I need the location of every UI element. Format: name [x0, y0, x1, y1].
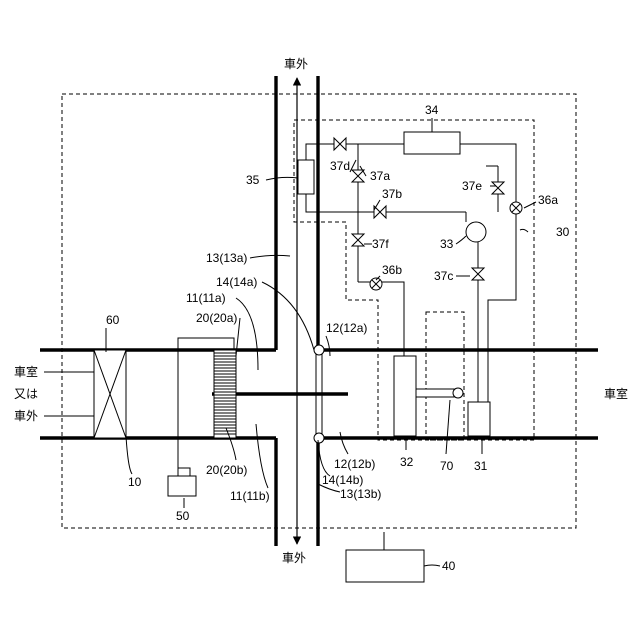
component-70 [416, 388, 463, 398]
component-33 [466, 222, 486, 242]
label-14b: 14(14b) [322, 473, 363, 487]
label-20b: 20(20b) [206, 463, 247, 477]
component-35 [298, 160, 314, 194]
label-60: 60 [106, 313, 120, 327]
label-50: 50 [176, 509, 190, 523]
label-37b: 37b [382, 187, 402, 201]
label-37c: 37c [434, 269, 453, 283]
valve-37a [352, 170, 364, 182]
label-35: 35 [246, 173, 260, 187]
label-34: 34 [425, 103, 439, 117]
label-13b: 13(13b) [340, 487, 381, 501]
label-outside-bottom: 車外 [282, 551, 306, 565]
label-outside-top: 車外 [284, 57, 308, 71]
label-40: 40 [442, 559, 456, 573]
label-cabin-left-1: 車室 [14, 364, 38, 379]
label-14a: 14(14a) [216, 275, 257, 289]
component-40 [346, 532, 424, 582]
valve-37e [492, 182, 504, 194]
label-33: 33 [440, 237, 454, 251]
label-37f: 37f [372, 237, 389, 251]
sensor-36a [510, 202, 522, 214]
heat-exchanger-20 [214, 350, 236, 438]
valve-37c [472, 268, 484, 280]
label-30: 30 [556, 225, 570, 239]
label-11b: 11(11b) [230, 489, 270, 503]
label-37d: 37d [330, 159, 350, 173]
label-11a: 11(11a) [186, 291, 226, 305]
valve-37f [352, 234, 364, 246]
label-cabin-left-2: 又は [14, 387, 38, 401]
label-10: 10 [128, 475, 142, 489]
label-36b: 36b [382, 263, 402, 277]
label-31: 31 [474, 459, 488, 473]
blower-60 [94, 350, 126, 438]
component-32 [394, 356, 416, 436]
label-36a: 36a [538, 193, 558, 207]
labels: 車外 車外 車室 車室 又は 車外 34 35 37d 37a 37b 37e … [14, 57, 628, 573]
component-34 [404, 132, 460, 154]
component-50 [168, 476, 196, 496]
inner-dashed-box [426, 312, 464, 440]
label-13a: 13(13a) [206, 251, 247, 265]
label-70: 70 [440, 459, 454, 473]
label-12b: 12(12b) [334, 457, 375, 471]
valve-37d [334, 138, 346, 150]
component-31 [468, 402, 490, 436]
label-32: 32 [400, 455, 414, 469]
label-cabin-left-3: 車外 [14, 409, 38, 423]
label-20a: 20(20a) [196, 311, 237, 325]
duct-walls [40, 76, 598, 546]
label-37a: 37a [370, 169, 390, 183]
label-37e: 37e [462, 179, 482, 193]
label-cabin-right: 車室 [604, 386, 628, 401]
label-12a: 12(12a) [326, 321, 367, 335]
